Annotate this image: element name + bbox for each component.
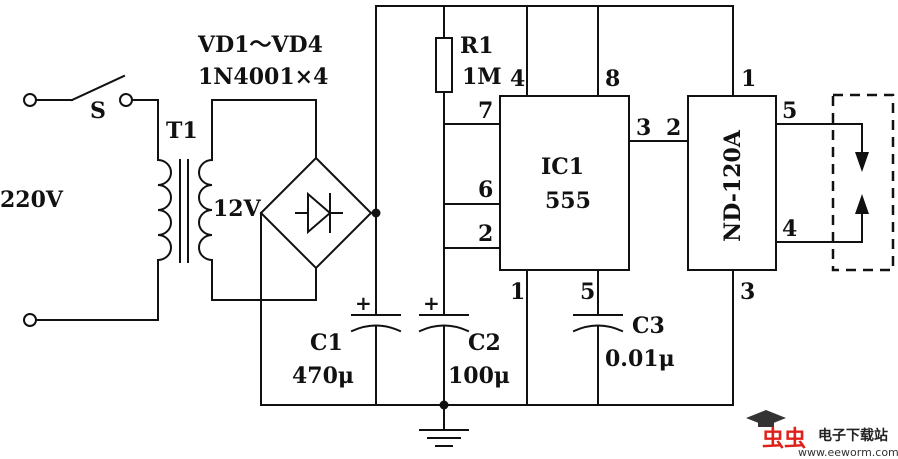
label-c1-value: 470μ bbox=[292, 363, 354, 389]
label-switch: S bbox=[90, 98, 106, 124]
pin-ic1-7: 7 bbox=[478, 98, 493, 124]
label-c2-value: 100μ bbox=[448, 363, 510, 389]
mains-terminal-bottom bbox=[23, 313, 37, 327]
label-c1-name: C1 bbox=[310, 330, 343, 356]
switch-contact bbox=[119, 93, 133, 107]
wire-ic2-pin5 bbox=[775, 123, 863, 153]
label-diodes: VD1～VD4 bbox=[197, 32, 323, 58]
wire-secondary-top bbox=[211, 99, 317, 161]
mains-terminal-top bbox=[23, 93, 37, 107]
label-secondary-voltage: 12V bbox=[213, 196, 262, 222]
watermark: 虫虫 电子下载站 www.eeworm.com bbox=[746, 410, 898, 459]
ic1-555-body bbox=[499, 95, 630, 271]
bridge-diode-triangle bbox=[307, 191, 332, 235]
output-box-dashed bbox=[831, 93, 895, 272]
watermark-url: www.eeworm.com bbox=[798, 446, 898, 459]
label-diode-part: 1N4001×4 bbox=[198, 64, 328, 90]
label-c2-plus: + bbox=[423, 291, 440, 315]
c2-plate-bottom bbox=[418, 324, 470, 333]
label-ic1-name: IC1 bbox=[541, 154, 584, 180]
graduation-cap-base bbox=[758, 421, 774, 427]
wire-secondary-bottom bbox=[211, 259, 317, 301]
watermark-site-name: 电子下载站 bbox=[818, 427, 888, 444]
pin-ic1-8: 8 bbox=[605, 66, 620, 92]
junction-bridge-positive bbox=[371, 208, 381, 218]
pin-ic1-2: 2 bbox=[478, 221, 493, 247]
transformer-primary-coil bbox=[156, 158, 172, 262]
pin-ic1-4: 4 bbox=[510, 66, 525, 92]
label-c3-value: 0.01μ bbox=[605, 346, 675, 372]
pin-ic1-3: 3 bbox=[636, 115, 651, 141]
arrow-down-head bbox=[855, 152, 869, 172]
c3-plate-bottom bbox=[572, 324, 624, 333]
pin-ic2-2: 2 bbox=[666, 115, 681, 141]
pin-ic2-4: 4 bbox=[782, 216, 797, 242]
pin-ic1-5: 5 bbox=[580, 279, 595, 305]
label-ic2-type: ND-120A bbox=[720, 129, 746, 242]
label-c3-name: C3 bbox=[632, 313, 665, 339]
pin-ic2-5: 5 bbox=[782, 98, 797, 124]
bridge-rectifier bbox=[259, 156, 373, 270]
pin-ic2-1: 1 bbox=[741, 66, 756, 92]
switch-s bbox=[70, 74, 126, 102]
label-ic1-type: 555 bbox=[545, 188, 591, 214]
pin-ic1-6: 6 bbox=[478, 177, 493, 203]
wire-ic2-pin4 bbox=[775, 213, 863, 243]
resistor-r1 bbox=[435, 37, 453, 93]
junction-ground bbox=[439, 400, 449, 410]
label-c2-name: C2 bbox=[468, 330, 501, 356]
graduation-cap-icon bbox=[746, 410, 786, 426]
wire-positive-rail bbox=[375, 5, 734, 316]
wire-primary-bottom bbox=[35, 259, 159, 321]
pin-ic2-3: 3 bbox=[740, 279, 755, 305]
wire-switch-primary bbox=[131, 99, 159, 161]
transformer-secondary-coil bbox=[198, 158, 214, 262]
label-transformer: T1 bbox=[166, 118, 198, 144]
arrow-up-head bbox=[855, 194, 869, 214]
c1-plate-bottom bbox=[350, 324, 402, 333]
label-c1-plus: + bbox=[355, 291, 372, 315]
label-r1-value: 1M bbox=[462, 64, 502, 90]
watermark-logo: 虫虫 bbox=[762, 426, 806, 452]
label-r1-name: R1 bbox=[460, 33, 494, 59]
label-mains-voltage: 220V bbox=[0, 187, 64, 213]
pin-ic1-1: 1 bbox=[510, 279, 525, 305]
